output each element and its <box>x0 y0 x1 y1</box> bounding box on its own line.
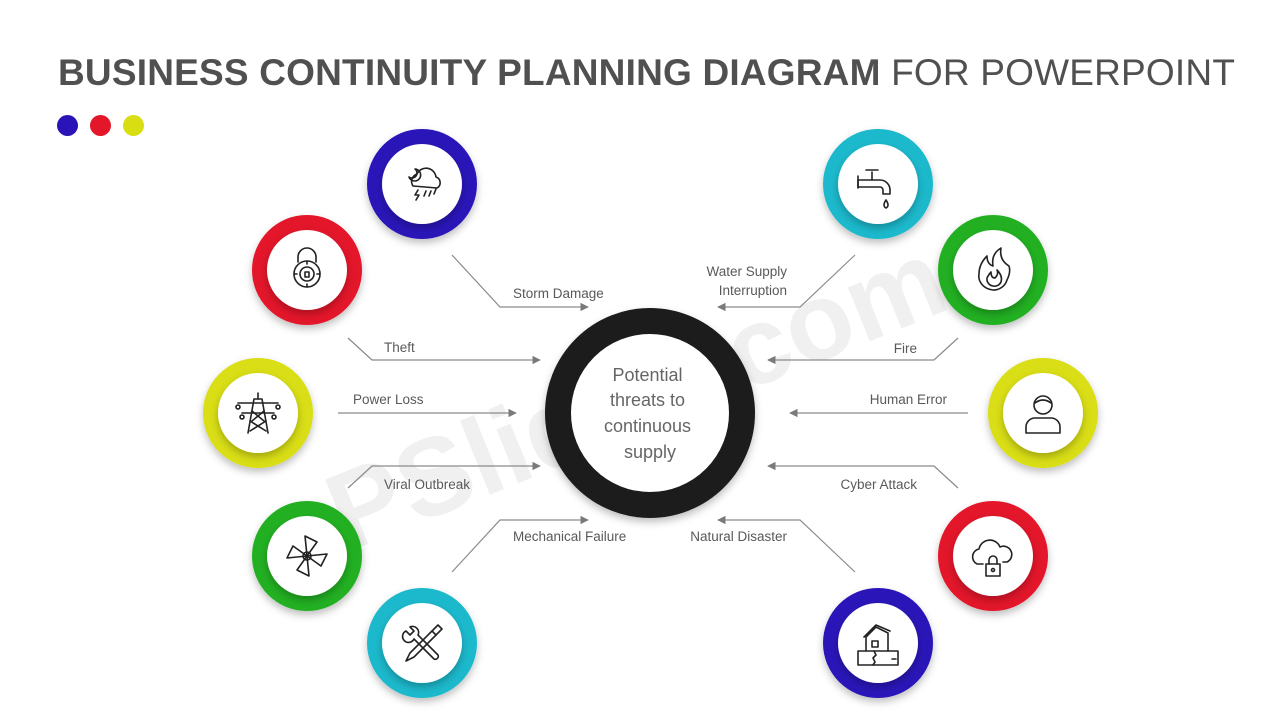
label-storm-damage: Storm Damage <box>513 286 604 301</box>
title-light: FOR POWERPOINT <box>891 52 1236 93</box>
threat-node-viral-outbreak <box>252 501 362 611</box>
node-inner <box>953 230 1033 310</box>
water-tap-icon <box>857 169 891 209</box>
node-inner <box>267 230 347 310</box>
label-line: Fire <box>894 341 917 356</box>
label-line: Theft <box>384 340 415 355</box>
label-line: Natural Disaster <box>690 529 787 544</box>
label-line: Human Error <box>870 392 948 407</box>
earthquake-house-icon <box>857 624 899 666</box>
padlock-dial-icon <box>293 247 321 288</box>
decor-dot-blue <box>57 115 78 136</box>
connector-mechanical-failure <box>451 515 589 573</box>
threat-node-fire <box>938 215 1048 325</box>
person-icon <box>1025 395 1061 434</box>
decor-dot-yellow <box>123 115 144 136</box>
label-mechanical-failure: Mechanical Failure <box>513 529 626 544</box>
threat-nodes <box>203 129 1098 698</box>
node-inner <box>838 144 918 224</box>
label-line: Mechanical Failure <box>513 529 626 544</box>
threat-node-mechanical-failure <box>367 588 477 698</box>
fire-icon <box>978 247 1011 291</box>
power-tower-icon <box>235 392 281 434</box>
connector-cyber-attack <box>767 461 959 489</box>
connector-viral-outbreak <box>347 461 541 489</box>
decor-dot-red <box>90 115 111 136</box>
label-line: Viral Outbreak <box>384 477 470 492</box>
label-cyber-attack: Cyber Attack <box>840 477 917 492</box>
label-fire: Fire <box>894 341 917 356</box>
threat-node-theft <box>252 215 362 325</box>
threat-node-storm-damage <box>367 129 477 239</box>
label-human-error: Human Error <box>870 392 948 407</box>
connector-storm-damage <box>451 254 589 312</box>
node-inner <box>382 603 462 683</box>
connector-water-supply-interruption <box>717 254 856 312</box>
threat-node-natural-disaster <box>823 588 933 698</box>
center-line-4: supply <box>624 442 676 462</box>
label-viral-outbreak: Viral Outbreak <box>384 477 470 492</box>
connector-natural-disaster <box>717 515 856 573</box>
page-title: BUSINESS CONTINUITY PLANNING DIAGRAM FOR… <box>58 50 1235 96</box>
virus-icon <box>286 535 328 577</box>
label-line: Storm Damage <box>513 286 604 301</box>
label-line: Cyber Attack <box>840 477 917 492</box>
title-bold: BUSINESS CONTINUITY PLANNING DIAGRAM <box>58 52 881 93</box>
label-line: Power Loss <box>353 392 424 407</box>
threat-node-power-loss <box>203 358 313 468</box>
wrench-screwdriver-icon <box>401 624 443 662</box>
label-theft: Theft <box>384 340 415 355</box>
threat-node-cyber-attack <box>938 501 1048 611</box>
storm-cloud-icon <box>408 167 441 201</box>
center-text: Potential threats to continuous supply <box>604 365 696 462</box>
connector-theft <box>347 337 541 365</box>
threat-node-water-supply-interruption <box>823 129 933 239</box>
center-hub: Potential threats to continuous supply <box>545 308 755 518</box>
label-power-loss: Power Loss <box>353 392 424 407</box>
label-line: Interruption <box>719 283 787 298</box>
center-line-1: Potential <box>612 365 682 385</box>
node-inner <box>1003 373 1083 453</box>
node-inner <box>382 144 462 224</box>
cloud-lock-icon <box>971 539 1013 577</box>
center-ring <box>545 308 755 518</box>
connector-fire <box>767 337 959 365</box>
threat-node-human-error <box>988 358 1098 468</box>
label-line: Water Supply <box>706 264 787 279</box>
center-line-3: continuous <box>604 416 691 436</box>
label-natural-disaster: Natural Disaster <box>690 529 787 544</box>
center-line-2: threats to <box>610 390 685 410</box>
